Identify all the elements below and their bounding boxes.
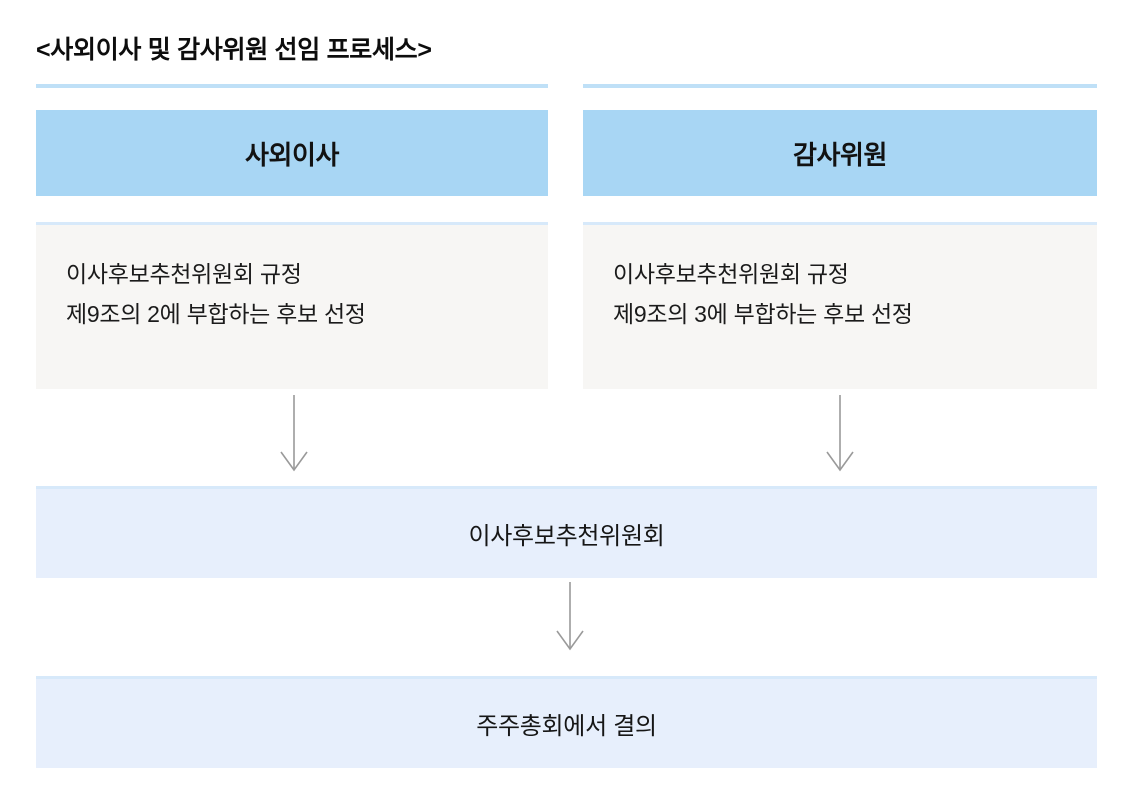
column-header-label: 사외이사: [244, 139, 340, 170]
accent-rule-header-left: [36, 84, 548, 88]
column-header-outside-director: 사외이사: [36, 110, 548, 196]
column-header-audit-committee-member: 감사위원: [583, 110, 1097, 196]
detail-box-audit-committee-member: 이사후보추천위원회 규정 제9조의 3에 부합하는 후보 선정: [583, 225, 1097, 389]
stage-label: 주주총회에서 결의: [476, 713, 657, 740]
stage-box-nomination-committee: 이사후보추천위원회: [36, 489, 1097, 578]
arrow-left-to-committee: [276, 395, 312, 475]
accent-rule-committee: [36, 486, 1097, 489]
column-header-label: 감사위원: [792, 139, 888, 170]
accent-rule-detail-right: [583, 222, 1097, 225]
arrow-right-to-committee: [822, 395, 858, 475]
detail-line: 제9조의 2에 부합하는 후보 선정: [66, 300, 366, 327]
stage-label: 이사후보추천위원회: [468, 523, 665, 550]
page-title: <사외이사 및 감사위원 선임 프로세스>: [36, 36, 432, 64]
arrow-committee-to-meeting: [552, 582, 588, 654]
accent-rule-meeting: [36, 676, 1097, 679]
detail-box-outside-director: 이사후보추천위원회 규정 제9조의 2에 부합하는 후보 선정: [36, 225, 548, 389]
accent-rule-header-right: [583, 84, 1097, 88]
detail-line: 이사후보추천위원회 규정: [613, 261, 849, 287]
detail-line: 이사후보추천위원회 규정: [66, 261, 302, 287]
detail-line: 제9조의 3에 부합하는 후보 선정: [613, 300, 913, 327]
accent-rule-detail-left: [36, 222, 548, 225]
stage-box-shareholders-meeting: 주주총회에서 결의: [36, 679, 1097, 768]
